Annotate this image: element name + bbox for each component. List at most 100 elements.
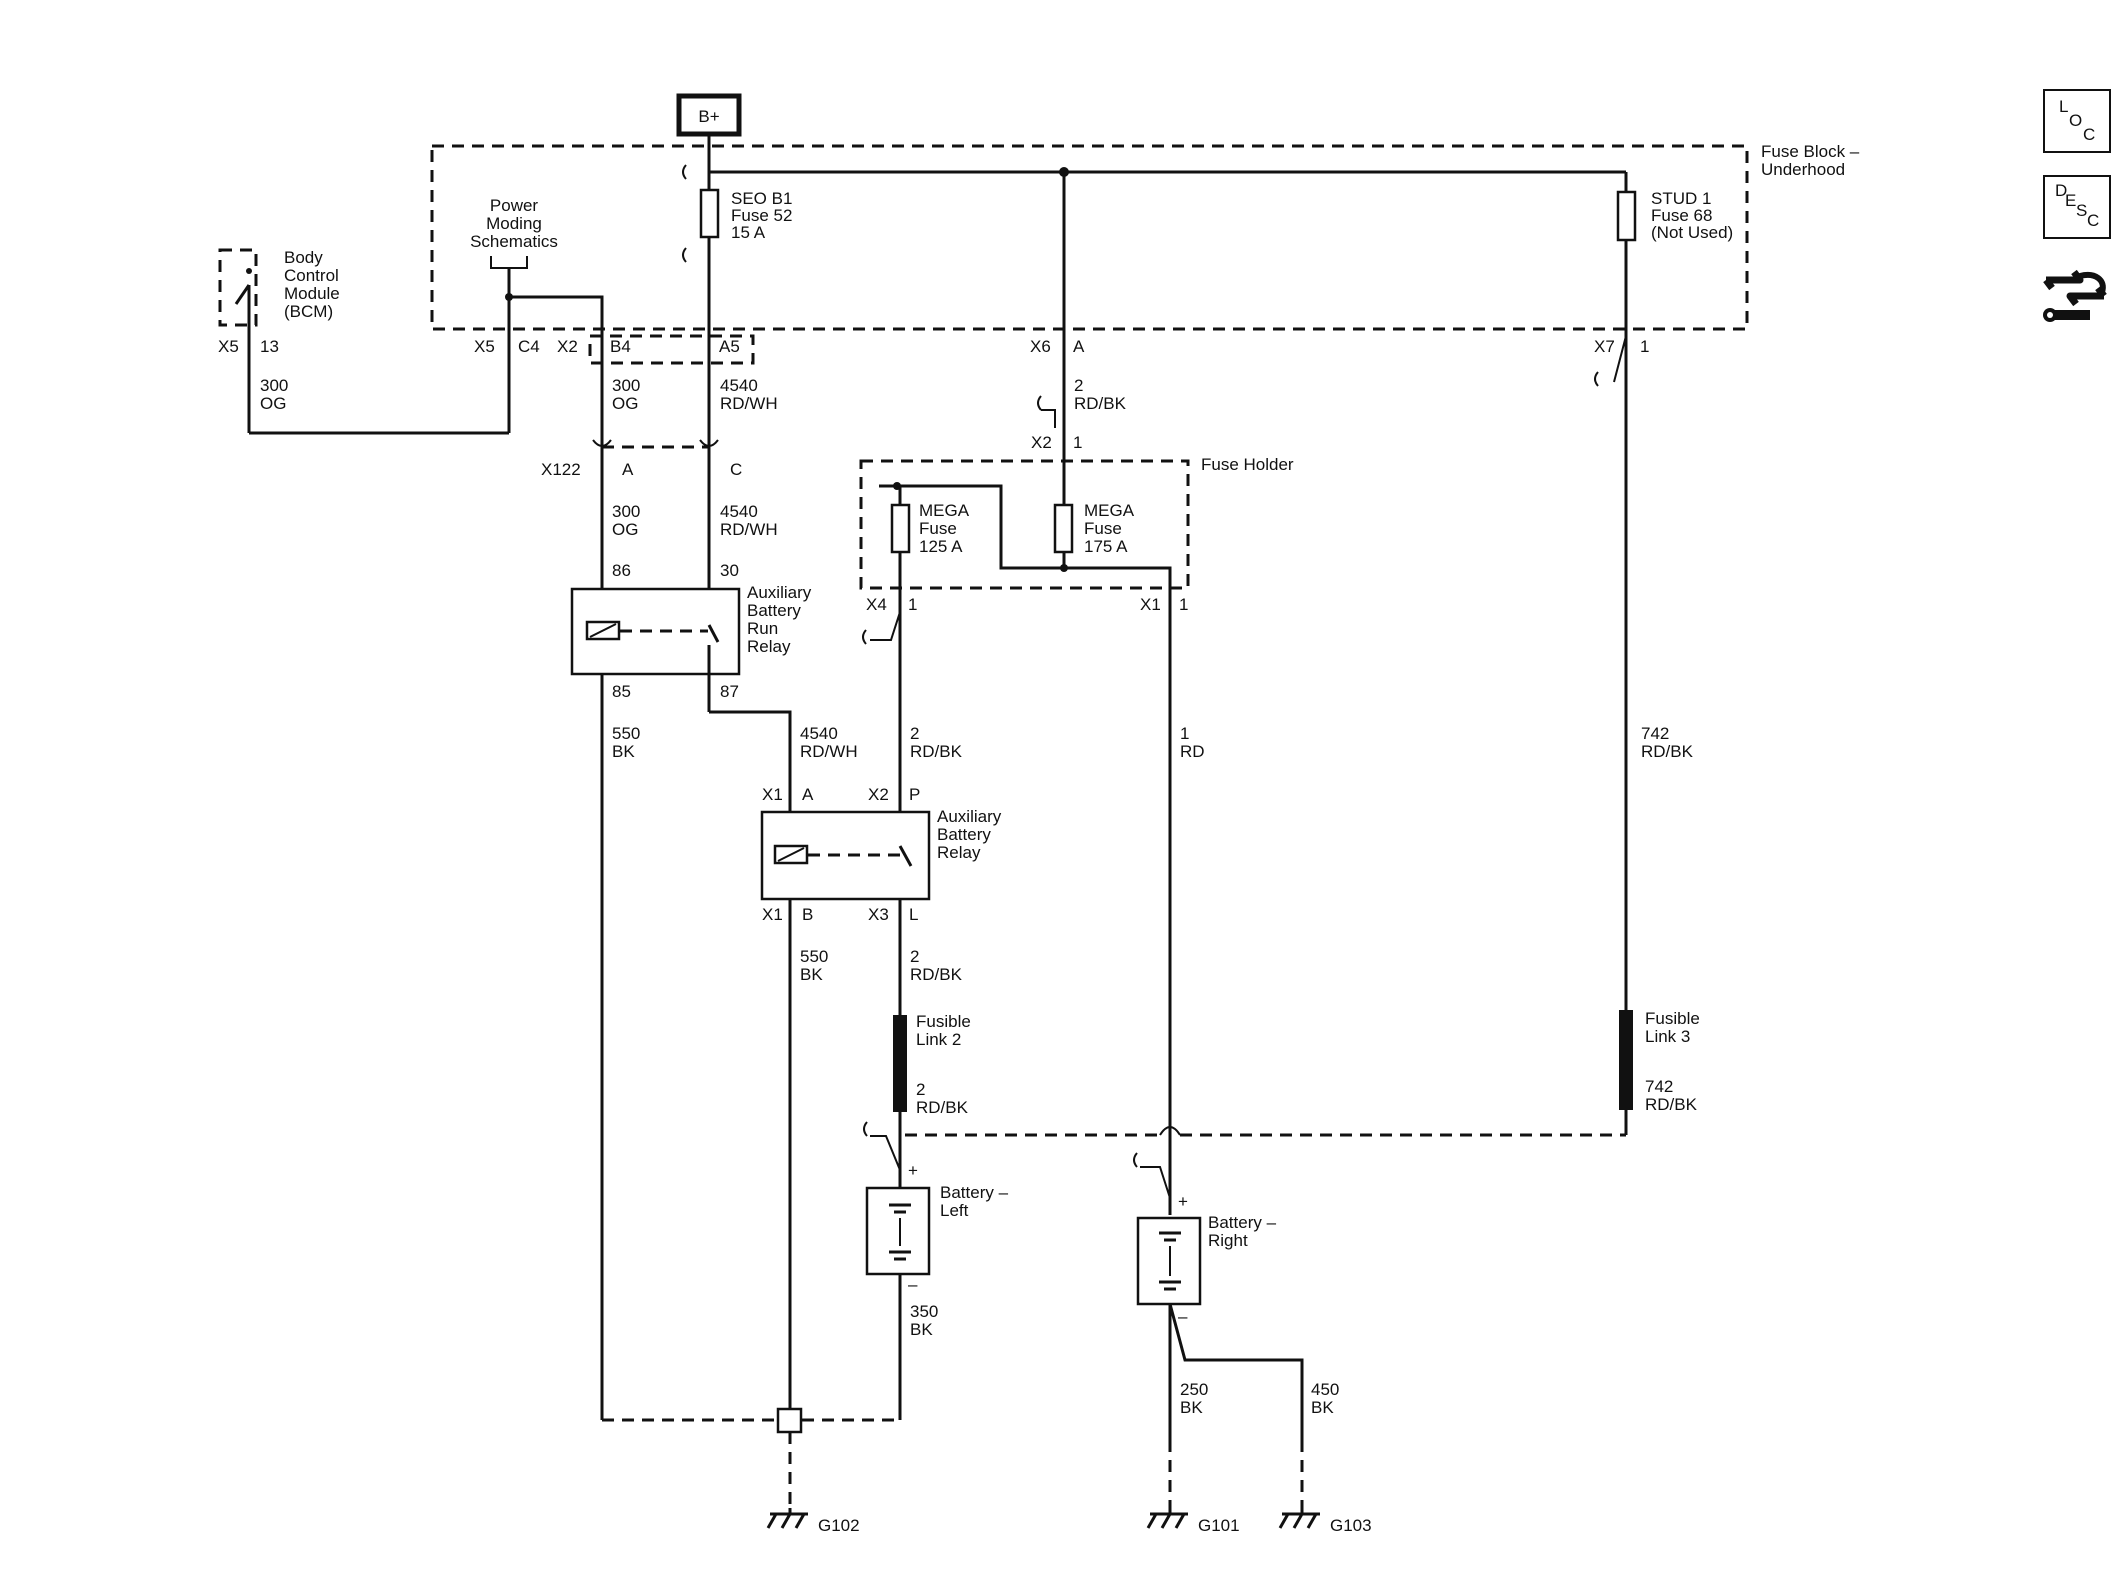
ground-g103-icon [1278,1508,1320,1529]
power-moding-label-2: Moding [486,214,542,233]
wire-250-1: 250 [1180,1380,1208,1399]
bcm-outline [218,248,258,327]
fuse-block-underhood-outline [430,144,1749,331]
bcm-switch-blade [234,284,251,305]
desc-letter-c: C [2087,211,2100,230]
ground-splice-box [776,1407,803,1434]
wire-742-fl3-2: RD/BK [1645,1095,1698,1114]
wire-742-top-2: RD/BK [1641,742,1694,761]
aux-relay-label-1: Auxiliary [937,807,1002,826]
b-plus-terminal [676,93,742,137]
pin-87: 87 [720,682,739,701]
conn-x1: X1 [1140,595,1161,614]
wire-300-og-b4-1: 300 [612,376,640,395]
wire-350-2: BK [910,1320,933,1339]
stud-label-1: STUD 1 [1651,189,1711,208]
wire-300-og-relay-2: OG [612,520,638,539]
wire-742-fl3-1: 742 [1645,1077,1673,1096]
wire-450-1: 450 [1311,1380,1339,1399]
power-moding-label-1: Power [490,196,539,215]
wire-2-l-1: 2 [910,947,919,966]
fusible2-label-1: Fusible [916,1012,971,1031]
wire-2-l-2: RD/BK [910,965,963,984]
conn-x4: X4 [866,595,887,614]
bcm-label-4: (BCM) [284,302,333,321]
ground-g102-icon [766,1508,808,1529]
wire-300-og-bcm-1: 300 [260,376,288,395]
connector-view-button[interactable] [2040,266,2110,330]
mega125-label-2: Fuse [919,519,957,538]
wire-1-rd-2: RD [1180,742,1205,761]
mega-fuse-125a [890,503,911,554]
pin-85: 85 [612,682,631,701]
loc-letter-l: L [2059,97,2069,116]
aux-relay-label-2: Battery [937,825,991,844]
conn-x2: X2 [557,337,578,356]
battery-left-plus: + [908,1161,918,1180]
loc-button[interactable]: L O C [2043,89,2111,153]
wire-550-85-2: BK [612,742,635,761]
pin-b: B [802,905,813,924]
battery-left-label-1: Battery – [940,1183,1009,1202]
battery-left-label-2: Left [940,1201,969,1220]
wire-300-og-relay-1: 300 [612,502,640,521]
conn-a5: A5 [719,337,740,356]
ground-g101-icon [1146,1508,1188,1529]
wire-4540-relay-1: 4540 [720,502,758,521]
fusible3-label-1: Fusible [1645,1009,1700,1028]
wire-2-x4-1: 2 [910,724,919,743]
conn-x2b-1: 1 [1073,433,1082,452]
stud-1-fuse [1616,190,1637,242]
aux-relay-label-3: Relay [937,843,981,862]
wire-450-2: BK [1311,1398,1334,1417]
bcm-label-1: Body [284,248,323,267]
fuse-holder-label: Fuse Holder [1201,455,1294,474]
wire-742-top-1: 742 [1641,724,1669,743]
conn-x1b: X1 [762,905,783,924]
conn-x3: X3 [868,905,889,924]
battery-right-label-2: Right [1208,1231,1248,1250]
battery-right-minus: – [1178,1307,1188,1326]
conn-x1-1: 1 [1179,595,1188,614]
aux-run-relay-label-3: Run [747,619,778,638]
stud-label-2: Fuse 68 [1651,206,1712,225]
connector-x2-shell [588,334,755,365]
pin-a: A [802,785,814,804]
wire-2-fl2-1: 2 [916,1080,925,1099]
mega175-label-2: Fuse [1084,519,1122,538]
wire-300-og-bcm-2: OG [260,394,286,413]
aux-run-relay-label-1: Auxiliary [747,583,812,602]
pin-l: L [909,905,918,924]
conn-x7-1: 1 [1640,337,1649,356]
wire-1-rd-1: 1 [1180,724,1189,743]
aux-run-relay-label-2: Battery [747,601,801,620]
conn-x1a: X1 [762,785,783,804]
connector-wrench-icon [2043,269,2107,322]
desc-letter-s: S [2076,201,2088,220]
desc-button[interactable]: D E S C [2043,175,2111,239]
seo-b1-label-1: SEO B1 [731,189,792,208]
loc-letter-c: C [2083,125,2096,144]
mega-fuse-175a [1053,503,1074,554]
wire-4540-relay-2: RD/WH [720,520,778,539]
wire-350-1: 350 [910,1302,938,1321]
wire-550-b-2: BK [800,965,823,984]
conn-x6: X6 [1030,337,1051,356]
loc-letter-o: O [2069,111,2083,130]
conn-x2p: X2 [868,785,889,804]
ground-g101-label: G101 [1198,1516,1240,1535]
conn-x122-c: C [730,460,742,479]
seo-b1-label-2: Fuse 52 [731,206,792,225]
wire-2-x6-2: RD/BK [1074,394,1127,413]
mega175-label-1: MEGA [1084,501,1135,520]
fuse-holder-outline [859,459,1190,590]
bcm-label-2: Control [284,266,339,285]
fuse-block-title-1: Fuse Block – [1761,142,1860,161]
battery-left [865,1186,931,1276]
bcm-label-3: Module [284,284,340,303]
fusible-link-3 [1619,1010,1633,1110]
stud-label-3: (Not Used) [1651,223,1733,242]
conn-x5-left: X5 [218,337,239,356]
wire-4540-87-2: RD/WH [800,742,858,761]
